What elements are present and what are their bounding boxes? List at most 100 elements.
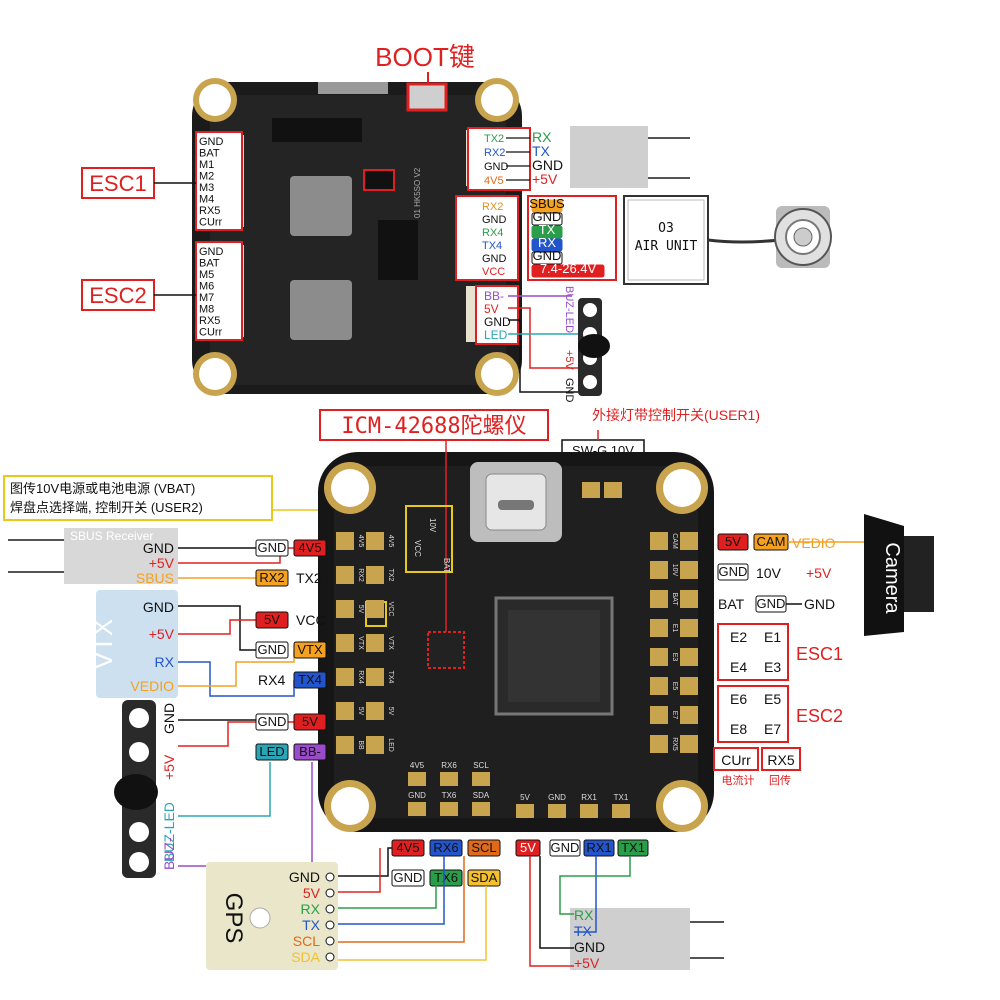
board-pad-label: E5 bbox=[671, 682, 678, 691]
led-pad-label: BB- bbox=[484, 289, 504, 303]
pad-gnd-cam: GND bbox=[717, 563, 749, 581]
bottom-pad-top-text: RX6 bbox=[433, 840, 458, 855]
o3-wire-tag-text: TX bbox=[539, 222, 556, 237]
bottom-rx-pad: GND bbox=[549, 839, 581, 857]
switch-label-vcc: VCC bbox=[413, 540, 422, 557]
board-pad bbox=[366, 668, 384, 686]
board-pad bbox=[366, 532, 384, 550]
gps-pin-dot bbox=[325, 936, 335, 946]
esc2-grid-label: E6 bbox=[730, 691, 747, 707]
usb-port bbox=[318, 82, 388, 94]
pad-gnd-buz: GND bbox=[255, 713, 289, 731]
mounting-hole bbox=[656, 780, 708, 832]
board-pad-label: E1 bbox=[671, 624, 678, 633]
mounting-hole bbox=[193, 78, 237, 122]
vbat-note-line1: 图传10V电源或电池电源 (VBAT) bbox=[10, 481, 195, 496]
curr-box bbox=[713, 747, 759, 771]
gps-title: GPS bbox=[220, 893, 247, 944]
vtx-module bbox=[96, 590, 178, 698]
esc2-grid-label: E8 bbox=[730, 721, 747, 737]
o3-wire-tag-text: RX bbox=[538, 235, 556, 250]
bottom-pad-bot: TX6 bbox=[429, 869, 463, 887]
esc2-grid-label: E5 bbox=[764, 691, 781, 707]
bottom-rx-label: TX bbox=[574, 923, 593, 939]
rx5-cn-label: 回传 bbox=[769, 774, 791, 787]
sbus-receiver-title: SBUS Receiver bbox=[70, 529, 153, 543]
pad-rx2-sbus-text: RX2 bbox=[259, 570, 284, 585]
o3-pin-box bbox=[455, 195, 519, 281]
esc1-pin-label: M3 bbox=[199, 182, 214, 194]
vbat-select-pads bbox=[405, 505, 453, 573]
bottom-rx-pad-text: GND bbox=[551, 840, 580, 855]
rx-wire-label: RX bbox=[532, 129, 552, 145]
bottom-rx-pad: TX1 bbox=[617, 839, 649, 857]
board-pad bbox=[366, 736, 384, 754]
bottom-rx-pad-text: 5V bbox=[520, 840, 536, 855]
o3-wire-tag: RX bbox=[531, 235, 563, 252]
esc1-right-label: ESC1 bbox=[796, 644, 843, 664]
board-pad-label: 10V bbox=[671, 564, 678, 577]
rx5-box bbox=[761, 747, 801, 771]
board-pad-label: 5V bbox=[357, 605, 364, 614]
board-pad bbox=[336, 566, 354, 584]
bottom-pad-top: RX6 bbox=[429, 839, 463, 857]
curr-cn-label: 电流计 bbox=[722, 773, 755, 787]
o3-wire-tag-text: GND bbox=[533, 209, 562, 224]
bottom-pad-top-text: SCL bbox=[471, 840, 496, 855]
bottom-rx-label: GND bbox=[574, 939, 605, 955]
board-pad bbox=[680, 706, 698, 724]
o3-wire-tag: 7.4-26.4V bbox=[531, 261, 605, 278]
pad-cam-text: CAM bbox=[757, 534, 786, 549]
board-pad bbox=[650, 706, 668, 724]
vtx-rx-label: RX bbox=[155, 654, 175, 670]
bottom-pad-bot: GND bbox=[391, 869, 425, 887]
board-pad bbox=[650, 590, 668, 608]
gps-pin-dot bbox=[325, 920, 335, 930]
gps-pin-dot bbox=[325, 952, 335, 962]
bottom-rx-pad-text: TX1 bbox=[621, 840, 645, 855]
board-pad-label: TX6 bbox=[442, 791, 457, 800]
buzzer-led-module-top bbox=[578, 298, 610, 396]
board-pad bbox=[336, 668, 354, 686]
bottom-rx-pad: 5V bbox=[515, 839, 541, 857]
vbat-note-box bbox=[3, 475, 273, 521]
pad-5v-buz-text: 5V bbox=[302, 714, 318, 729]
board-pad bbox=[650, 677, 668, 695]
gps-pin-dot bbox=[325, 904, 335, 914]
esc2-right-label: ESC2 bbox=[796, 706, 843, 726]
esc2-pin-label: M7 bbox=[199, 292, 214, 304]
sensor-chip bbox=[363, 169, 395, 191]
board-pad bbox=[680, 648, 698, 666]
o3-air-unit bbox=[623, 195, 709, 285]
board-pad-label: GND bbox=[408, 791, 426, 800]
board-pad-label: RX5 bbox=[671, 737, 678, 751]
pad-5v-vtx-text: 5V bbox=[264, 612, 280, 627]
bottom-rx-label: RX bbox=[574, 907, 594, 923]
board-pad bbox=[680, 561, 698, 579]
board-pad-label: BB bbox=[357, 740, 364, 750]
antenna-cable bbox=[707, 238, 781, 244]
led-pad-label: 5V bbox=[484, 302, 499, 316]
o3-pad-label: RX4 bbox=[482, 227, 503, 239]
pad-5v-cam: 5V bbox=[717, 533, 749, 551]
rx-wire-label: +5V bbox=[532, 171, 558, 187]
buz-minus-label: BUZ- bbox=[161, 837, 177, 870]
board-pad-label: 5V bbox=[387, 707, 394, 716]
mounting-hole bbox=[475, 78, 519, 122]
esc1-grid-label: E1 bbox=[764, 629, 781, 645]
buz-5v-label: +5V bbox=[161, 754, 177, 780]
receiver-top bbox=[570, 126, 648, 188]
rx5-label: RX5 bbox=[767, 752, 794, 768]
rx-pad-label: RX2 bbox=[484, 147, 505, 159]
main-board: 10V VCC BAT bbox=[318, 440, 714, 832]
esc2-pin-label: RX5 bbox=[199, 315, 220, 327]
bottom-pad-bot: SDA bbox=[467, 869, 501, 887]
esc1-pin-label: M4 bbox=[199, 194, 214, 206]
o3-unit-line: AIR UNIT bbox=[635, 239, 698, 254]
esc2-pin-label: M5 bbox=[199, 269, 214, 281]
plus5v-label-top: +5V bbox=[563, 350, 575, 371]
pad-led-buz: LED bbox=[255, 743, 289, 761]
board-pad-label: 4V5 bbox=[387, 535, 394, 548]
rx-wire-label: GND bbox=[532, 157, 563, 173]
